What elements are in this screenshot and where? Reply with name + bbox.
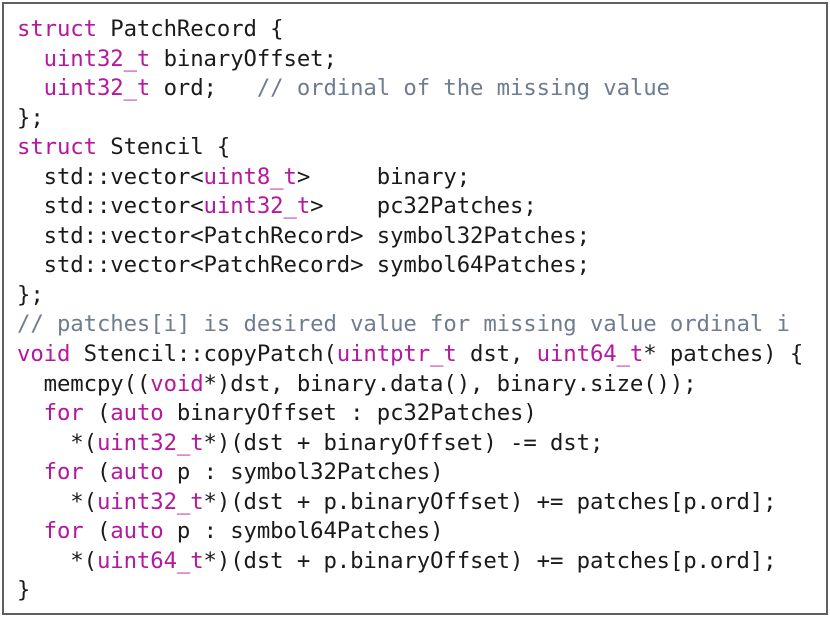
code-line: memcpy((void*)dst, binary.data(), binary… <box>17 370 803 400</box>
code-text <box>17 46 44 72</box>
type-token: uint64_t <box>96 547 204 574</box>
code-line: uint32_t ord; // ordinal of the missing … <box>17 74 803 104</box>
type-token: uint8_t <box>203 163 297 190</box>
code-line: struct PatchRecord { <box>17 15 803 45</box>
type-token: uint32_t <box>203 193 311 220</box>
code-line: } <box>17 576 803 606</box>
comment-token: // ordinal of the missing value <box>256 75 670 102</box>
type-token: uintptr_t <box>336 341 457 368</box>
code-text: ord; <box>150 75 257 102</box>
code-text <box>17 75 44 101</box>
code-line: std::vector<PatchRecord> symbol64Patches… <box>17 251 803 281</box>
code-text: ( <box>83 518 111 545</box>
code-text: PatchRecord { <box>96 16 284 42</box>
code-text: memcpy(( <box>17 370 151 397</box>
code-text: binaryOffset : pc32Patches) <box>163 400 537 427</box>
code-line: *(uint32_t*)(dst + binaryOffset) -= dst; <box>17 429 803 459</box>
comment-token: // patches[i] is desired value for missi… <box>17 311 790 338</box>
code-line: for (auto binaryOffset : pc32Patches) <box>17 399 803 429</box>
code-line: }; <box>17 104 803 134</box>
code-line: std::vector<uint8_t> binary; <box>17 163 803 193</box>
code-line: std::vector<uint32_t> pc32Patches; <box>17 192 803 222</box>
keyword-token: auto <box>110 459 164 486</box>
code-text: *( <box>17 429 97 456</box>
code-text: }; <box>17 104 44 131</box>
type-token: uint32_t <box>43 75 151 102</box>
keyword-token: for <box>43 518 84 545</box>
code-line: std::vector<PatchRecord> symbol32Patches… <box>17 222 803 252</box>
code-text: p : symbol64Patches) <box>163 518 444 545</box>
code-text: ( <box>83 400 111 427</box>
code-text: }; <box>17 281 44 308</box>
code-line: void Stencil::copyPatch(uintptr_t dst, u… <box>17 340 803 370</box>
keyword-token: void <box>17 341 71 368</box>
code-listing: struct PatchRecord { uint32_t binaryOffs… <box>17 15 803 606</box>
code-text: Stencil::copyPatch( <box>70 341 337 368</box>
code-line: for (auto p : symbol64Patches) <box>17 517 803 547</box>
code-text: * patches) { <box>643 341 804 368</box>
code-text: std::vector< <box>17 193 204 220</box>
code-text: std::vector<PatchRecord> symbol32Patches… <box>17 222 590 249</box>
code-text <box>17 518 44 544</box>
code-text: > binary; <box>296 163 471 190</box>
keyword-token: auto <box>110 400 164 427</box>
code-text: *)(dst + p.binaryOffset) += patches[p.or… <box>203 547 777 574</box>
code-text: dst, <box>456 341 537 368</box>
keyword-token: auto <box>110 518 164 545</box>
keyword-token: for <box>43 400 84 427</box>
code-text: *( <box>17 547 97 574</box>
code-text: > pc32Patches; <box>310 193 537 220</box>
code-line: // patches[i] is desired value for missi… <box>17 310 803 340</box>
keyword-token: void <box>150 370 204 397</box>
code-line: uint32_t binaryOffset; <box>17 45 803 75</box>
code-text <box>17 459 44 485</box>
code-text: ( <box>83 459 111 486</box>
code-text: *)(dst + binaryOffset) -= dst; <box>203 429 604 456</box>
code-line: *(uint32_t*)(dst + p.binaryOffset) += pa… <box>17 488 803 518</box>
code-text: *( <box>17 488 97 515</box>
keyword-token: struct <box>17 134 97 161</box>
type-token: uint32_t <box>96 488 204 515</box>
code-text <box>17 400 44 426</box>
type-token: uint64_t <box>536 341 644 368</box>
code-text: *)dst, binary.data(), binary.size()); <box>203 370 697 397</box>
type-token: uint32_t <box>43 45 151 72</box>
code-line: *(uint64_t*)(dst + p.binaryOffset) += pa… <box>17 547 803 577</box>
type-token: uint32_t <box>96 429 204 456</box>
code-line: struct Stencil { <box>17 133 803 163</box>
code-text: *)(dst + p.binaryOffset) += patches[p.or… <box>203 488 777 515</box>
code-text: p : symbol32Patches) <box>163 459 444 486</box>
code-text: binaryOffset; <box>150 45 337 72</box>
keyword-token: struct <box>17 16 97 42</box>
code-text: } <box>17 577 31 604</box>
code-text: Stencil { <box>96 134 231 161</box>
code-line: }; <box>17 281 803 311</box>
keyword-token: for <box>43 459 84 486</box>
code-line: for (auto p : symbol32Patches) <box>17 458 803 488</box>
code-text: std::vector< <box>17 163 204 190</box>
code-text: std::vector<PatchRecord> symbol64Patches… <box>17 252 590 279</box>
